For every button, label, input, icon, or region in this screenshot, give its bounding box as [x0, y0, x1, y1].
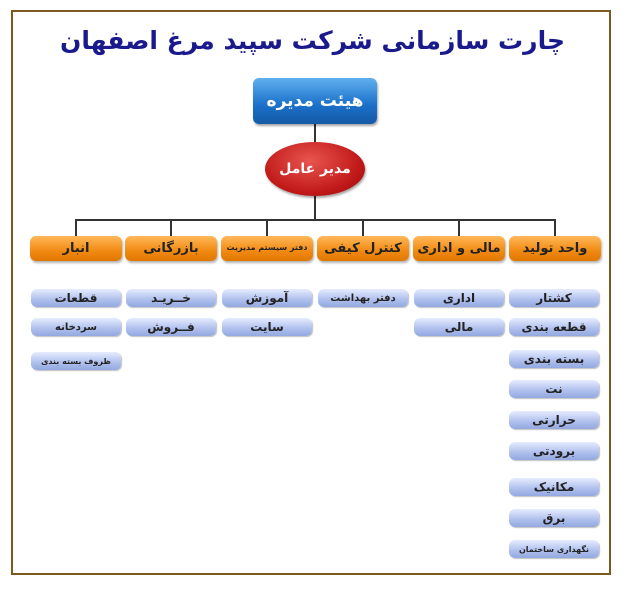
- sub-unit: آموزش: [222, 289, 312, 307]
- sub-unit: قطعات: [31, 289, 121, 307]
- dept-finance-admin: مالی و اداری: [413, 236, 505, 261]
- connector-ceo-bus: [314, 196, 316, 220]
- sub-unit: سایت: [222, 318, 312, 336]
- sub-unit: حرارتی: [509, 411, 599, 429]
- sub-unit: بسته بندی: [509, 350, 599, 368]
- sub-unit: مکانیک: [509, 478, 599, 496]
- board-of-directors-box: هیئت مدیره: [253, 78, 377, 124]
- dept-commerce: بازرگانی: [125, 236, 217, 261]
- dept-warehouse: انبار: [30, 236, 122, 261]
- connector-dept-2: [170, 219, 172, 236]
- sub-unit: دفتر بهداشت: [318, 289, 408, 307]
- sub-unit: برودتی: [509, 442, 599, 460]
- sub-unit: خــریـد: [126, 289, 216, 307]
- chart-title: چارت سازمانی شرکت سپید مرغ اصفهان: [60, 26, 565, 55]
- connector-dept-4: [362, 219, 364, 236]
- sub-unit: نگهداری ساختمان: [509, 540, 599, 558]
- dept-production: واحد تولید: [509, 236, 601, 261]
- sub-unit: قطعه بندی: [509, 318, 599, 336]
- connector-board-ceo: [314, 124, 316, 142]
- sub-unit: ظروف بسته بندی: [31, 352, 121, 370]
- dept-management-system-office: دفتر سیستم مدیریت: [221, 236, 313, 261]
- sub-unit: نت: [509, 380, 599, 398]
- connector-horizontal-bus: [75, 219, 556, 221]
- connector-dept-3: [266, 219, 268, 236]
- sub-unit: کشتار: [509, 289, 599, 307]
- ceo-ellipse: مدیر عامل: [265, 142, 365, 196]
- connector-dept-6: [554, 219, 556, 236]
- sub-unit: اداری: [414, 289, 504, 307]
- sub-unit: سردخانه: [31, 318, 121, 336]
- sub-unit: فــروش: [126, 318, 216, 336]
- sub-unit: مالی: [414, 318, 504, 336]
- sub-unit: برق: [509, 509, 599, 527]
- dept-quality-control: کنترل کیفی: [317, 236, 409, 261]
- connector-dept-1: [75, 219, 77, 236]
- connector-dept-5: [458, 219, 460, 236]
